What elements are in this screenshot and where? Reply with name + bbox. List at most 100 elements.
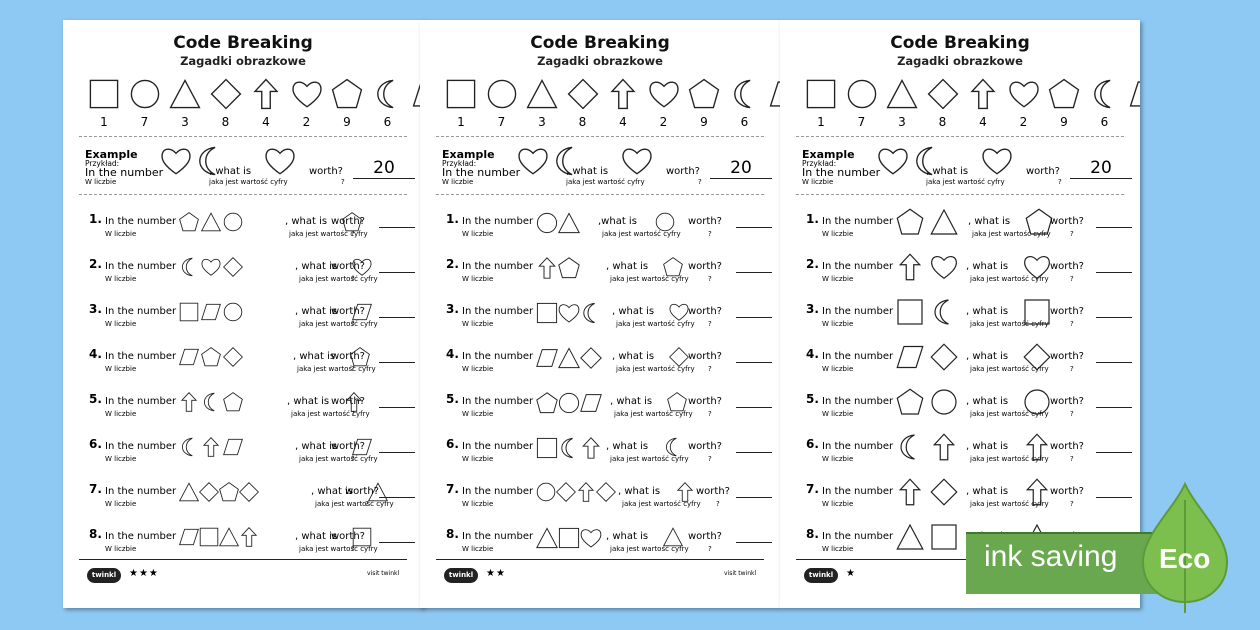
square-icon: [897, 299, 923, 325]
key-cell: 6: [726, 75, 764, 135]
diamond-icon: [1023, 343, 1051, 371]
triangle-icon: [558, 347, 580, 369]
question-mark: ?: [365, 500, 369, 508]
answer-line[interactable]: [736, 317, 772, 318]
example-heading: Example: [802, 148, 855, 161]
example-what-label: , what is: [566, 166, 609, 177]
example-number-shape: [550, 144, 584, 182]
answer-line[interactable]: [379, 407, 415, 408]
parallelogram-icon: [352, 438, 372, 456]
answer-line[interactable]: [1096, 407, 1132, 408]
number-shape: [178, 481, 200, 507]
twinkl-logo: twinkl: [87, 568, 121, 583]
arrow-icon: [582, 437, 600, 459]
answer-line[interactable]: [736, 497, 772, 498]
number-shape: [895, 477, 925, 511]
answer-line[interactable]: [1096, 272, 1132, 273]
answer-line[interactable]: [379, 272, 415, 273]
question-in-label: In the number: [462, 351, 534, 362]
example-w-liczbie: W liczbie: [442, 178, 474, 186]
number-shape: [222, 301, 244, 327]
divider: [436, 194, 764, 195]
answer-line[interactable]: [736, 362, 772, 363]
target-shape: [654, 211, 676, 237]
answer-line[interactable]: [736, 227, 772, 228]
diamond-icon: [239, 482, 259, 502]
answer-line[interactable]: [1096, 317, 1132, 318]
question-mark: ?: [351, 410, 355, 418]
question-what-label: , what is: [287, 396, 330, 407]
question-jaka-label: jaka jest wartość cyfry: [610, 455, 689, 463]
number-shape: [557, 346, 581, 374]
number-shape: [238, 526, 260, 552]
example-answer: 20: [710, 158, 772, 179]
number-shape: [200, 436, 222, 462]
example-in-label: In the number: [85, 166, 164, 179]
key-number: 7: [497, 115, 506, 129]
pentagon-icon: [223, 392, 243, 412]
arrow-icon: [345, 392, 363, 412]
answer-line[interactable]: [379, 227, 415, 228]
circle-icon: [847, 79, 876, 109]
question-mark: ?: [708, 455, 712, 463]
key-number: 5: [766, 115, 780, 129]
question-jaka-label: jaka jest wartość cyfry: [610, 545, 689, 553]
key-cell: 1: [802, 75, 840, 135]
example-question-mark: ?: [341, 178, 345, 186]
square-icon: [558, 527, 580, 549]
question-worth-label: worth?: [331, 306, 365, 317]
question-number: 6.: [89, 437, 102, 451]
number-shape: [895, 432, 925, 466]
answer-line[interactable]: [736, 452, 772, 453]
square-icon: [179, 302, 199, 322]
pentagon-icon: [331, 78, 363, 109]
answer-line[interactable]: [736, 542, 772, 543]
answer-line[interactable]: [379, 452, 415, 453]
answer-line[interactable]: [1096, 497, 1132, 498]
answer-line[interactable]: [736, 407, 772, 408]
arrow-icon: [1025, 433, 1049, 461]
question-worth-label: worth?: [331, 351, 365, 362]
answer-line[interactable]: [736, 272, 772, 273]
triangle-icon: [896, 523, 924, 550]
example-in-label: In the number: [802, 166, 881, 179]
number-shape: [595, 481, 617, 507]
key-cell: 6: [1086, 75, 1124, 135]
answer-line[interactable]: [379, 497, 415, 498]
question-in-label: In the number: [822, 531, 894, 542]
target-shape: [367, 481, 389, 507]
question-worth-label: worth?: [688, 306, 722, 317]
question-what-label: , what is: [618, 486, 661, 497]
pentagon-icon: [667, 392, 687, 412]
key-number: 1: [817, 115, 825, 129]
key-cell: 3: [883, 75, 921, 135]
question-worth-label: worth?: [688, 441, 722, 452]
question-jaka-label: jaka jest wartość cyfry: [970, 320, 1049, 328]
question-in-label: In the number: [105, 216, 177, 227]
answer-line[interactable]: [1096, 227, 1132, 228]
moon-icon: [900, 434, 915, 460]
question-w-liczbie: W liczbie: [822, 410, 854, 418]
page-title: Code Breaking: [173, 33, 313, 53]
answer-line[interactable]: [379, 542, 415, 543]
heart-icon: [558, 304, 580, 323]
question-w-liczbie: W liczbie: [822, 230, 854, 238]
arrow-icon: [898, 253, 922, 281]
visit-label: visit twinkl: [367, 570, 400, 577]
question-what-label: , what is: [966, 396, 1009, 407]
answer-line[interactable]: [379, 362, 415, 363]
number-shape: [178, 256, 200, 282]
answer-line[interactable]: [1096, 452, 1132, 453]
square-icon: [89, 79, 119, 109]
number-shape: [557, 301, 581, 329]
question-w-liczbie: W liczbie: [105, 545, 137, 553]
answer-line[interactable]: [1096, 362, 1132, 363]
question-what-label: , what is: [610, 396, 653, 407]
answer-line[interactable]: [379, 317, 415, 318]
moon-icon: [1093, 79, 1110, 109]
question-mark: ?: [1070, 455, 1074, 463]
target-shape: [351, 301, 373, 327]
arrow-icon: [610, 78, 636, 110]
diamond-icon: [596, 482, 616, 502]
